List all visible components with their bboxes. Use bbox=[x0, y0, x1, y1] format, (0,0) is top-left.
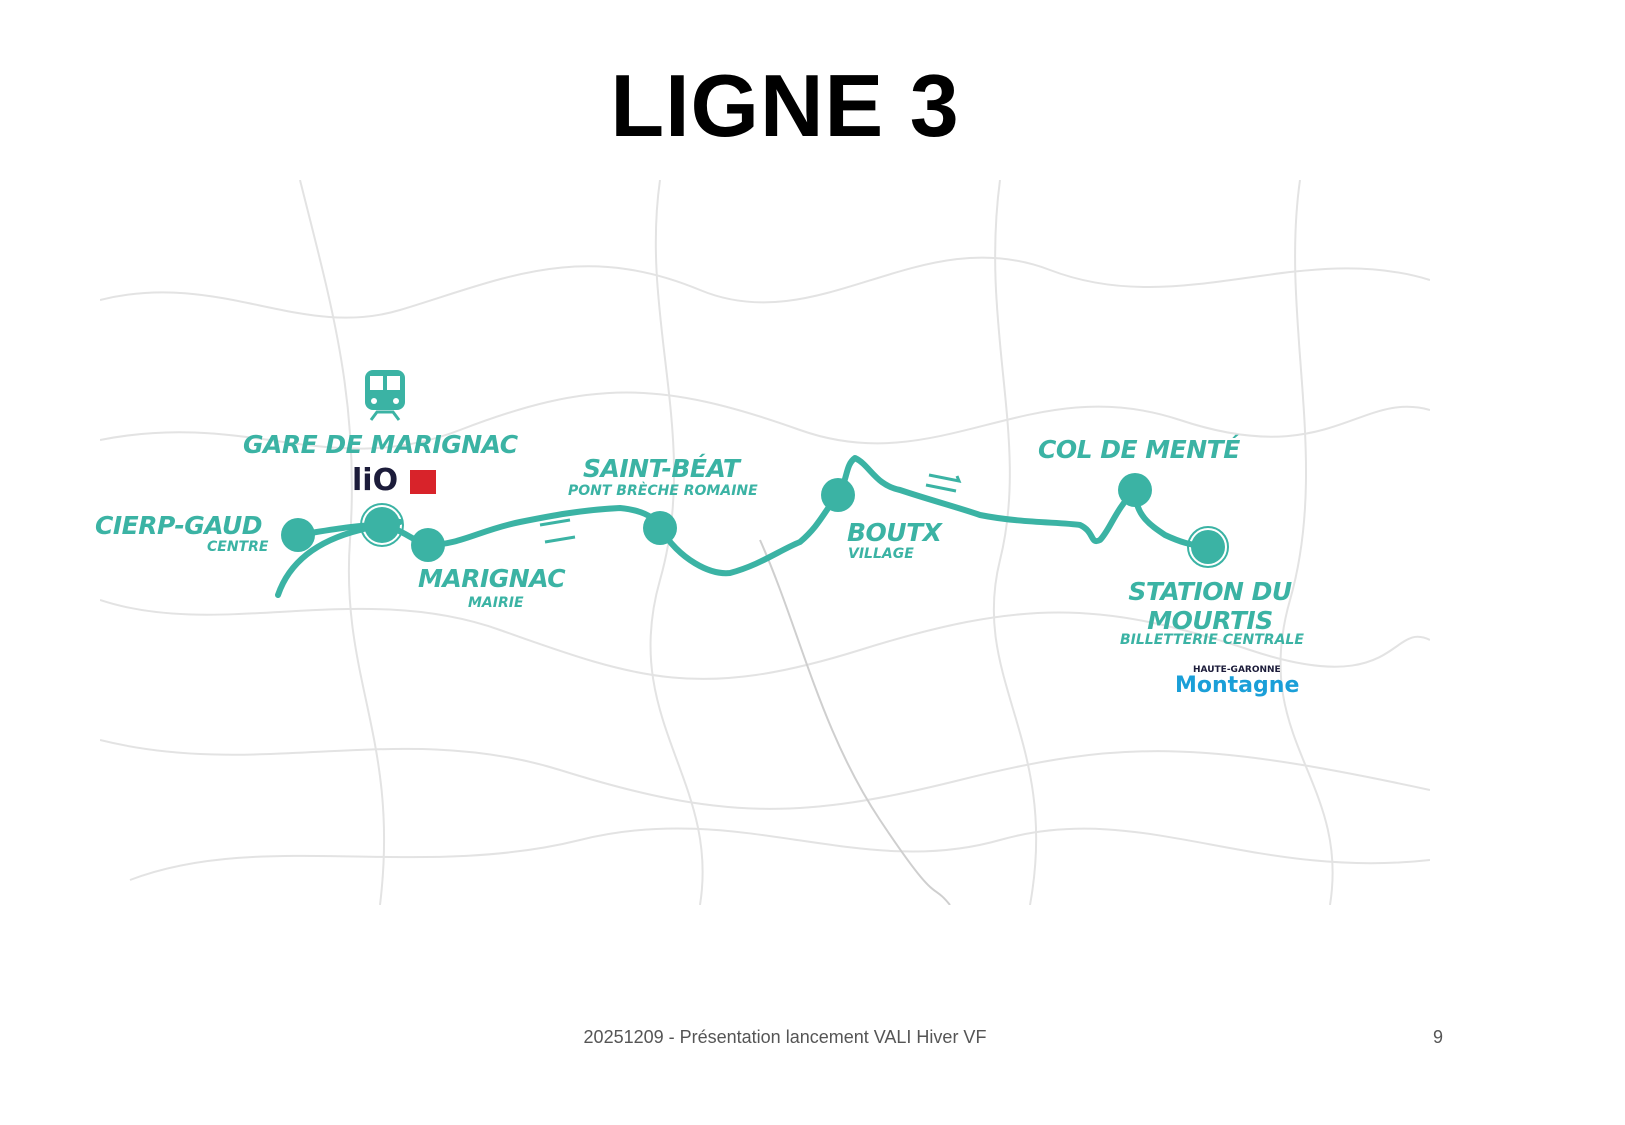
route-map: CIERP-GAUD CENTRE GARE DE MARIGNAC liO M… bbox=[95, 180, 1430, 905]
stop-sublabel: MAIRIE bbox=[468, 595, 524, 611]
stop-marker-col-de-mente[interactable] bbox=[1118, 473, 1152, 507]
footer-text: 20251209 - Présentation lancement VALI H… bbox=[583, 1027, 987, 1047]
stop-label: GARE DE MARIGNAC bbox=[243, 430, 518, 459]
lio-logo: liO bbox=[352, 463, 399, 498]
stop-label: MARIGNAC bbox=[418, 564, 566, 593]
stop-sublabel: PONT BRÈCHE ROMAINE bbox=[568, 483, 758, 499]
page-number: 9 bbox=[1433, 1027, 1444, 1047]
stop-label: COL DE MENTÉ bbox=[1038, 435, 1240, 464]
stop-label: STATION DU MOURTIS bbox=[1128, 577, 1292, 635]
stop-label: SAINT-BÉAT bbox=[583, 454, 740, 483]
stop-label: BOUTX bbox=[847, 518, 942, 547]
map-background bbox=[100, 180, 1430, 905]
stop-marker-station-du-mourtis[interactable] bbox=[1191, 530, 1225, 564]
stop-marker-gare-de-marignac[interactable] bbox=[364, 507, 400, 543]
slide-title: LIGNE 3 bbox=[610, 56, 960, 155]
haute-garonne-logo-top: HAUTE-GARONNE bbox=[1193, 665, 1281, 675]
stop-marker-cierp-gaud[interactable] bbox=[281, 518, 315, 552]
stop-marker-marignac[interactable] bbox=[411, 528, 445, 562]
stop-sublabel: VILLAGE bbox=[848, 546, 914, 562]
haute-garonne-logo: Montagne bbox=[1175, 673, 1300, 698]
train-icon bbox=[365, 370, 405, 421]
route-line bbox=[275, 370, 1229, 598]
stop-sublabel: CENTRE bbox=[207, 539, 269, 555]
stop-marker-boutx[interactable] bbox=[821, 478, 855, 512]
stop-label: CIERP-GAUD bbox=[95, 511, 263, 540]
stop-marker-saint-beat[interactable] bbox=[643, 511, 677, 545]
stop-sublabel: BILLETTERIE CENTRALE bbox=[1120, 632, 1304, 648]
occitanie-logo bbox=[410, 470, 436, 494]
